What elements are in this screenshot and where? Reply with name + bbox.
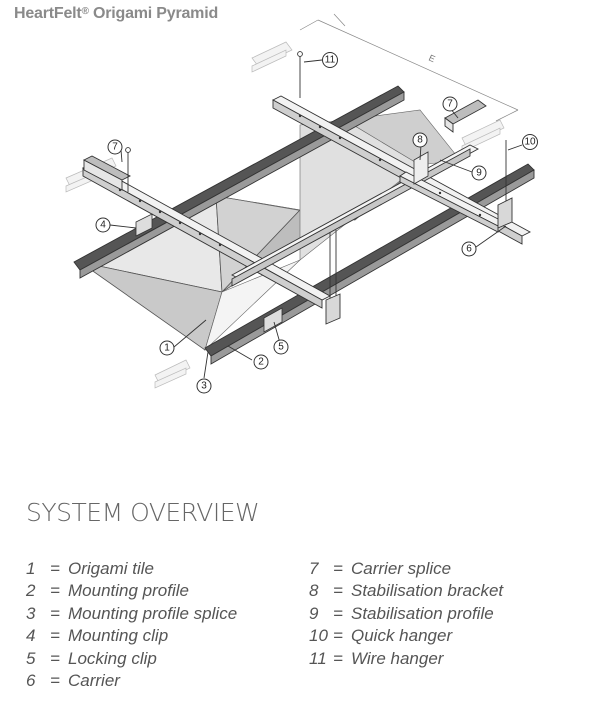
brand-title: HeartFelt® Origami Pyramid xyxy=(14,5,218,23)
legend-item: 10=Quick hanger xyxy=(309,626,453,646)
legend-left: 1=Origami tile 2=Mounting profile 3=Moun… xyxy=(26,558,237,692)
svg-text:3: 3 xyxy=(201,381,207,392)
section-title: SYSTEM OVERVIEW xyxy=(26,498,260,527)
registered-mark: ® xyxy=(81,6,89,17)
product-name: Origami Pyramid xyxy=(92,5,219,22)
legend-item: 11=Wire hanger xyxy=(309,648,444,668)
callout-4: 4 xyxy=(95,217,111,233)
system-diagram: E xyxy=(65,13,538,394)
callout-10: 10 xyxy=(522,134,538,150)
callout-11: 11 xyxy=(322,52,338,68)
legend-item: 7=Carrier splice xyxy=(309,559,452,578)
svg-text:9: 9 xyxy=(476,168,482,179)
callout-7-right: 7 xyxy=(442,96,458,112)
svg-text:2: 2 xyxy=(258,357,264,368)
callout-6: 6 xyxy=(461,241,477,257)
svg-text:11: 11 xyxy=(325,55,336,66)
leader-lines xyxy=(109,59,523,379)
legend-item: 1=Origami tile xyxy=(26,559,154,578)
legend-item: 2=Mounting profile xyxy=(26,581,189,601)
svg-text:7: 7 xyxy=(447,99,453,110)
callout-8: 8 xyxy=(412,132,428,148)
callout-5: 5 xyxy=(273,339,289,355)
locking-clip xyxy=(135,213,283,333)
brand-name: HeartFelt xyxy=(14,5,82,22)
legend-item: 3=Mounting profile splice xyxy=(26,603,238,623)
callout-2: 2 xyxy=(253,354,269,370)
svg-text:5: 5 xyxy=(278,342,284,353)
callout-7-left: 7 xyxy=(107,139,123,155)
svg-text:8: 8 xyxy=(417,135,423,146)
carrier-splice xyxy=(83,99,487,191)
svg-text:4: 4 xyxy=(100,220,106,231)
callout-3: 3 xyxy=(196,378,212,394)
legend-item: 5=Locking clip xyxy=(26,648,157,668)
legend-item: 4=Mounting clip xyxy=(26,626,169,646)
callout-9: 9 xyxy=(471,165,487,181)
legend-item: 9=Stabilisation profile xyxy=(309,603,494,623)
svg-text:10: 10 xyxy=(524,137,536,148)
legend-item: 6=Carrier xyxy=(26,670,120,690)
carrier-holes xyxy=(118,114,482,247)
stabilisation-bracket xyxy=(413,151,429,185)
quick-hanger xyxy=(325,197,513,325)
legend-right: 7=Carrier splice 8=Stabilisation bracket… xyxy=(309,558,503,670)
callout-1: 1 xyxy=(159,340,175,356)
legend-item: 8=Stabilisation bracket xyxy=(309,581,504,601)
svg-text:6: 6 xyxy=(466,244,472,255)
svg-text:1: 1 xyxy=(164,343,170,354)
dimension-label: E xyxy=(427,53,437,65)
dimension-line xyxy=(299,13,519,122)
svg-text:7: 7 xyxy=(112,142,118,153)
